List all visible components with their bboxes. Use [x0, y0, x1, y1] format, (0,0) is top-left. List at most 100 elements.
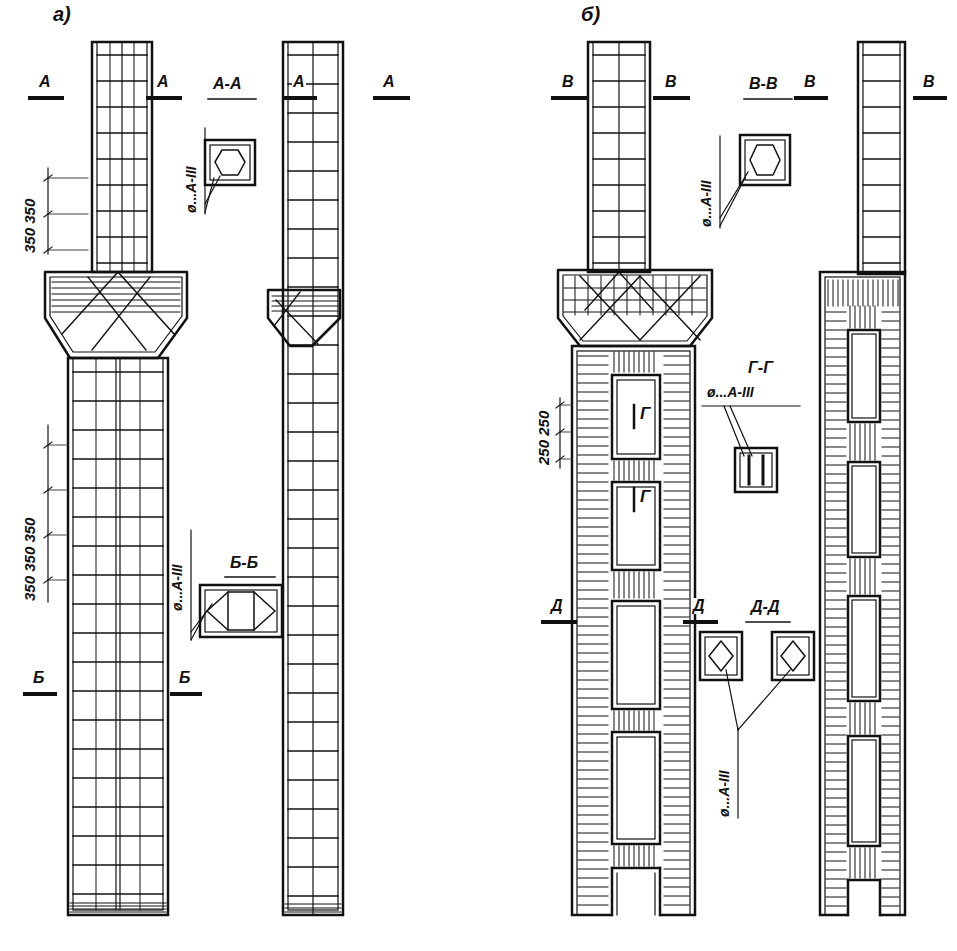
rebar-line	[882, 753, 899, 754]
rebar-line	[882, 663, 899, 664]
outline-shape	[45, 272, 187, 358]
rebar-line	[52, 300, 180, 301]
rebar-line	[882, 879, 899, 880]
rebar-line	[614, 276, 615, 315]
rebar-line	[826, 510, 846, 511]
rebar-line	[826, 564, 846, 565]
rebar-line	[664, 635, 689, 636]
rebar-line	[826, 321, 846, 322]
rebar-line	[882, 339, 899, 340]
rebar-line	[664, 806, 689, 807]
rebar-line	[882, 366, 899, 367]
outline-rect	[617, 380, 655, 454]
rebar-line	[543, 620, 575, 624]
rebar-line	[730, 406, 752, 456]
rebar-line	[882, 564, 899, 565]
rebar-line	[560, 405, 570, 406]
rebar-line	[826, 573, 846, 574]
rebar-line	[639, 572, 640, 598]
rebar-line	[664, 599, 689, 600]
rebar-line	[870, 424, 871, 460]
rebar-line	[664, 896, 689, 897]
panel-letter: б)	[580, 4, 601, 24]
rebar-line	[649, 461, 650, 480]
rebar-line	[847, 880, 850, 915]
rebar-line	[882, 744, 899, 745]
outline-shape	[563, 275, 707, 341]
rebar-line	[73, 864, 163, 866]
rebar-line	[863, 262, 900, 264]
rebar-line	[826, 834, 846, 835]
rebar-line	[664, 482, 689, 483]
rebar-line	[578, 437, 608, 438]
rebar-line	[616, 873, 617, 915]
rebar-line	[619, 572, 620, 598]
outline-rect	[740, 135, 790, 185]
rebar-line	[578, 563, 608, 564]
rebar-line	[664, 383, 689, 384]
rebar-line	[865, 848, 866, 878]
rebar-line	[578, 428, 608, 429]
rebar-line	[578, 356, 608, 357]
rebar-line	[30, 96, 62, 100]
rebar-line	[850, 306, 851, 328]
rebar-line	[629, 711, 630, 730]
rebar-line	[644, 846, 645, 866]
rebar-line	[850, 848, 851, 878]
outline-rect	[577, 351, 690, 915]
rebar-line	[62, 272, 118, 334]
rebar-line	[578, 617, 608, 618]
rebar-line	[664, 770, 689, 771]
rebar-line	[649, 352, 650, 372]
rebar-line	[611, 868, 614, 915]
outline-rect	[283, 42, 343, 915]
rebar-line	[826, 744, 846, 745]
rebar-line	[898, 280, 899, 306]
rebar-line	[564, 300, 706, 301]
rebar-line	[578, 635, 608, 636]
rebar-line	[578, 887, 608, 888]
rebar-line	[826, 600, 846, 601]
rebar-line	[858, 280, 859, 306]
rebar-line	[578, 383, 608, 384]
rebar-line	[654, 711, 655, 730]
rebar-line	[883, 280, 884, 306]
rebar-line	[882, 456, 899, 457]
rebar-line	[73, 632, 163, 634]
rebar-line	[882, 852, 899, 853]
rebar-line	[863, 184, 900, 186]
rebar-line	[826, 330, 846, 331]
rebar-line	[878, 280, 879, 306]
rebar-line	[882, 861, 899, 862]
rebar-line	[73, 545, 163, 547]
rebar-line	[875, 424, 876, 460]
rebar-line	[664, 725, 689, 726]
rebar-line	[664, 869, 689, 870]
rebar-line	[860, 424, 861, 460]
rebar-line	[826, 897, 846, 898]
rebar-line	[882, 438, 899, 439]
rebar-line	[882, 780, 899, 781]
rebar-line	[882, 384, 899, 385]
rebar-line	[915, 96, 945, 100]
rebar-line	[624, 572, 625, 598]
rebar-line	[664, 464, 689, 465]
rebar-line	[121, 42, 122, 272]
rebar-line	[578, 662, 608, 663]
rebar-line	[70, 906, 166, 907]
rebar-line	[624, 846, 625, 866]
rebar-line	[578, 545, 608, 546]
rebar-line	[70, 909, 166, 910]
rebar-line	[92, 277, 150, 350]
rebar-line	[649, 572, 650, 598]
rebar-line	[860, 306, 861, 328]
rebar-line	[828, 280, 829, 306]
outline-rect	[745, 140, 785, 180]
rebar-line	[826, 654, 846, 655]
outline-shape	[207, 592, 275, 630]
outline-rect	[740, 453, 772, 487]
rebar-line	[73, 487, 163, 489]
rebar-line	[882, 411, 899, 412]
rebar-line	[826, 879, 846, 880]
